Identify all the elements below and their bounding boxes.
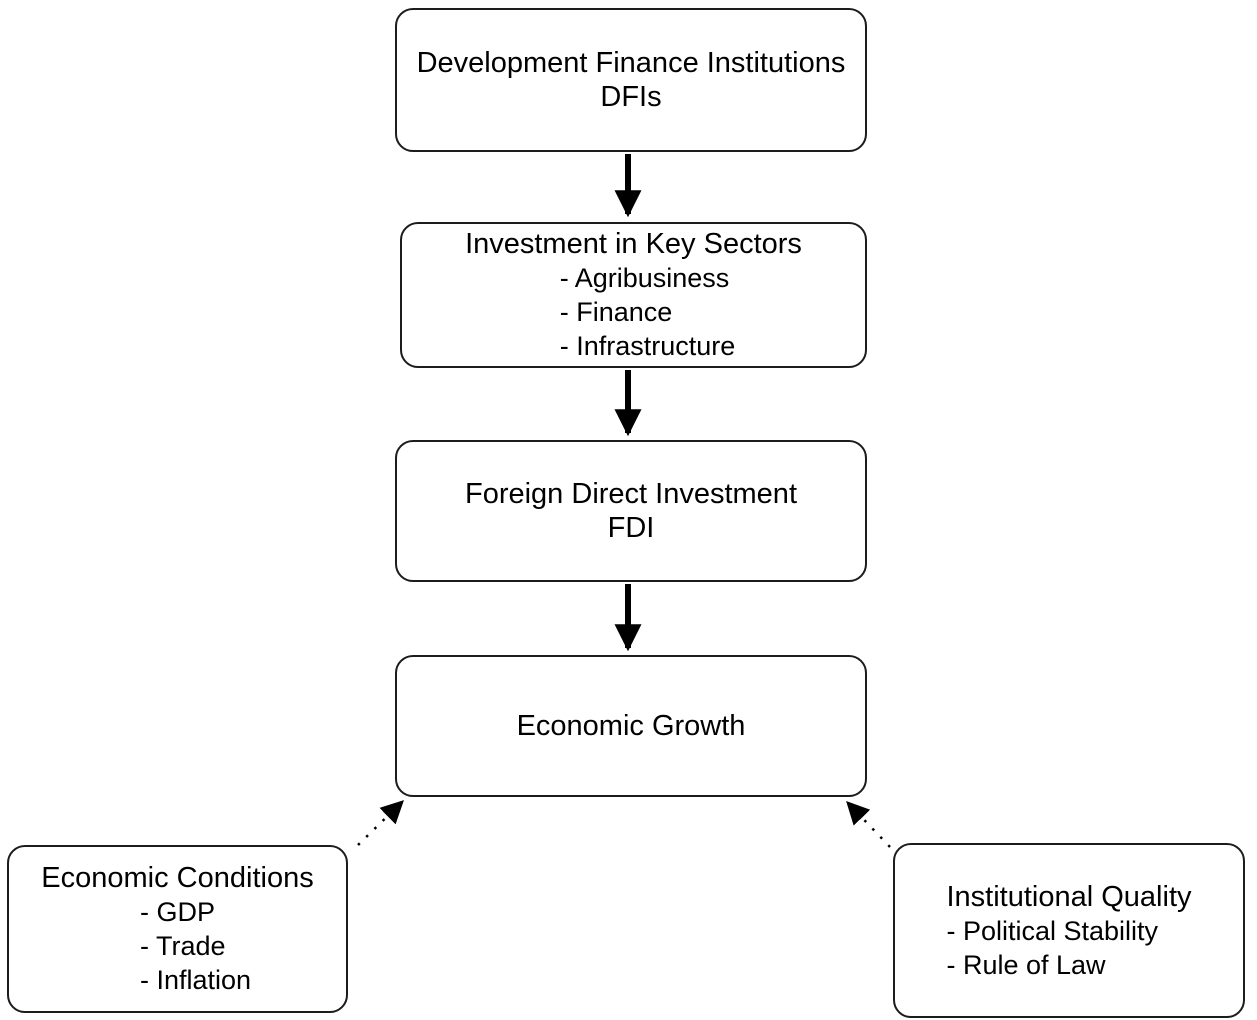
node-growth: Economic Growth — [395, 655, 867, 797]
node-subtitle: DFIs — [600, 81, 662, 113]
bullet-list: - GDP - Trade - Inflation — [140, 895, 251, 997]
node-title: Foreign Direct Investment — [464, 478, 797, 510]
node-dfis: Development Finance Institutions DFIs — [395, 8, 867, 152]
dashed-arrow-quality-to-growth — [846, 801, 891, 848]
node-fdi: Foreign Direct Investment FDI — [395, 440, 867, 582]
bullet-item: - Rule of Law — [946, 949, 1106, 980]
bullet-item: - Finance — [559, 297, 673, 327]
bullet-item: - Agribusiness — [559, 263, 730, 293]
node-text-block: Institutional Quality - Political Stabil… — [946, 880, 1191, 982]
bullet-item: - Trade — [139, 931, 226, 961]
node-sectors: Investment in Key Sectors - Agribusiness… — [400, 222, 867, 368]
node-subtitle: FDI — [607, 512, 655, 544]
bullet-item: - Political Stability — [946, 915, 1159, 946]
bullet-item: - GDP — [139, 897, 215, 927]
node-title: Economic Conditions — [41, 862, 314, 894]
dashed-arrow-conditions-to-growth — [357, 800, 404, 846]
node-title: Institutional Quality — [946, 880, 1192, 913]
node-quality: Institutional Quality - Political Stabil… — [893, 843, 1245, 1018]
bullet-item: - Infrastructure — [559, 331, 736, 361]
bullet-item: - Inflation — [139, 965, 252, 995]
node-title: Economic Growth — [516, 710, 746, 742]
bullet-list: - Agribusiness - Finance - Infrastructur… — [560, 261, 736, 363]
node-title: Investment in Key Sectors — [465, 228, 802, 260]
node-title: Development Finance Institutions — [416, 47, 846, 79]
node-conditions: Economic Conditions - GDP - Trade - Infl… — [7, 845, 348, 1013]
